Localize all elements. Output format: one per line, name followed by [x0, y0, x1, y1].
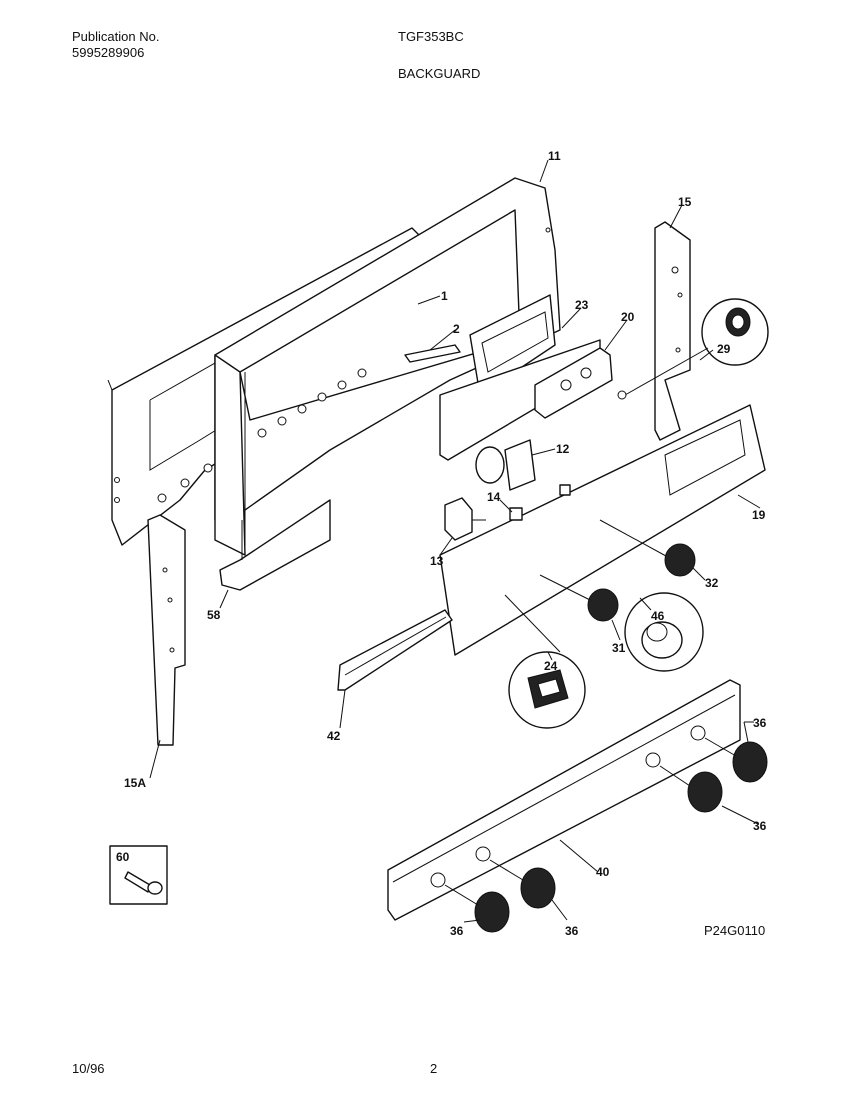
part-32-knob	[599, 519, 696, 577]
part-12-switch	[475, 439, 536, 491]
callout-2: 2	[453, 322, 460, 336]
publication-number: 5995289906	[72, 45, 145, 60]
part-58-bracket	[219, 499, 331, 591]
callout-60: 60	[116, 850, 130, 864]
callout-42: 42	[327, 729, 341, 743]
part-38-knob	[489, 859, 556, 909]
callout-14: 14	[487, 490, 501, 504]
part-40-manifold-panel	[387, 679, 741, 921]
part-46-knob-detail	[624, 592, 704, 672]
diagram-code: P24G0110	[704, 923, 765, 938]
part-60-screw	[109, 845, 168, 905]
callout-38: 36	[565, 924, 579, 938]
callout-46: 46	[651, 609, 665, 623]
footer-date: 10/96	[72, 1061, 105, 1076]
part-15-right-bracket	[654, 221, 691, 441]
part-13-transformer	[444, 497, 486, 541]
part-15A-left-bracket	[147, 514, 186, 746]
callout-12: 12	[556, 442, 570, 456]
callout-24: 24	[544, 659, 558, 673]
section-title: BACKGUARD	[398, 66, 481, 81]
part-36-knob-mid-right	[659, 765, 723, 813]
model-number: TGF353BC	[398, 29, 464, 44]
part-29-clock-knob	[617, 298, 769, 400]
part-11-backguard-shell	[214, 177, 561, 556]
leader-lines	[149, 159, 761, 923]
publication-label: Publication No.	[72, 29, 160, 44]
page-number: 2	[430, 1061, 438, 1076]
callout-23: 23	[575, 298, 589, 312]
part-14-switch	[509, 484, 571, 521]
callout-13: 13	[430, 554, 444, 568]
callout-15: 15	[678, 195, 692, 209]
part-42-rail	[337, 609, 453, 691]
callout-36-bottom-left: 36	[450, 924, 464, 938]
callout-19: 19	[752, 508, 766, 522]
callout-20: 20	[621, 310, 635, 324]
callout-40: 40	[596, 865, 610, 879]
callout-32: 32	[705, 576, 719, 590]
callout-11: 11	[548, 149, 561, 163]
callout-15A: 15A	[124, 776, 146, 790]
part-2-trim	[404, 344, 461, 363]
part-31-knob	[539, 574, 619, 622]
part-36-knob-top-right	[704, 737, 768, 783]
part-24-switch-detail	[504, 594, 586, 729]
part-23-frame	[469, 294, 556, 396]
callout-31: 31	[612, 641, 626, 655]
callout-29: 29	[717, 342, 731, 356]
callout-1: 1	[441, 289, 448, 303]
part-36-knob-bottom-left	[444, 884, 510, 933]
callout-36-mid-right: 36	[753, 819, 767, 833]
callout-58: 58	[207, 608, 221, 622]
part-20-clock-module	[534, 347, 613, 419]
callout-36-top-right: 36	[753, 716, 767, 730]
